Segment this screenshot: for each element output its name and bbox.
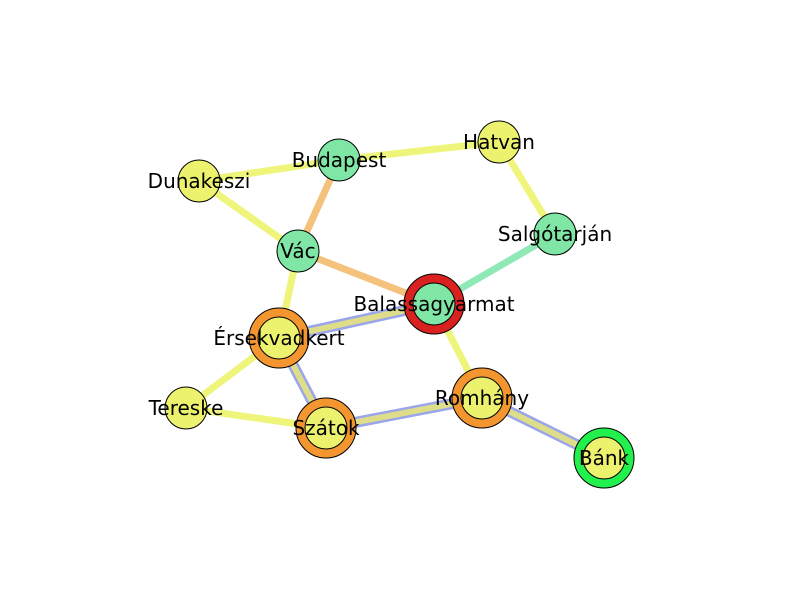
node-hatvan[interactable] [477, 120, 521, 164]
node-salgotarjan[interactable] [533, 212, 577, 256]
node-label-ersekvadkert: Érsekvadkert [213, 326, 344, 350]
node-dunakeszi[interactable] [177, 159, 221, 203]
node-label-bank: Bánk [579, 446, 630, 470]
node-label-romhany: Romhány [435, 386, 529, 410]
node-label-balassagyarmat: Balassagyarmat [353, 292, 514, 316]
node-budapest[interactable] [317, 138, 361, 182]
node-circle [257, 316, 301, 360]
node-tereske[interactable] [164, 386, 208, 430]
edge-dunakeszi-budapest [198, 156, 340, 185]
node-circle [177, 159, 221, 203]
node-bank[interactable] [573, 427, 635, 489]
node-label-tereske: Tereske [148, 396, 224, 420]
node-szatok[interactable] [295, 397, 357, 459]
node-circle [317, 138, 361, 182]
node-label-szatok: Szátok [292, 416, 360, 440]
edge-budapest-hatvan [338, 138, 500, 164]
edge-line [338, 138, 500, 164]
node-circle [304, 406, 348, 450]
node-balassagyarmat[interactable] [403, 273, 465, 335]
nodes-layer [164, 120, 635, 489]
node-circle [477, 120, 521, 164]
node-label-salgotarjan: Salgótarján [498, 222, 612, 246]
node-circle [412, 282, 456, 326]
node-circle [533, 212, 577, 256]
labels-layer: Budapest HatvanDunakesziSalgótarjánVácBal… [148, 130, 630, 470]
node-circle [276, 229, 320, 273]
node-ersekvadkert[interactable] [248, 307, 310, 369]
node-circle [582, 436, 626, 480]
node-circle [460, 376, 504, 420]
node-vac[interactable] [276, 229, 320, 273]
node-label-budapest: Budapest [292, 148, 387, 172]
node-circle [164, 386, 208, 430]
node-romhany[interactable] [451, 367, 513, 429]
edge-line [198, 156, 340, 185]
node-label-vac: Vác [280, 239, 315, 263]
node-label-dunakeszi: Dunakeszi [148, 169, 251, 193]
node-label-hatvan: Hatvan [463, 130, 535, 154]
